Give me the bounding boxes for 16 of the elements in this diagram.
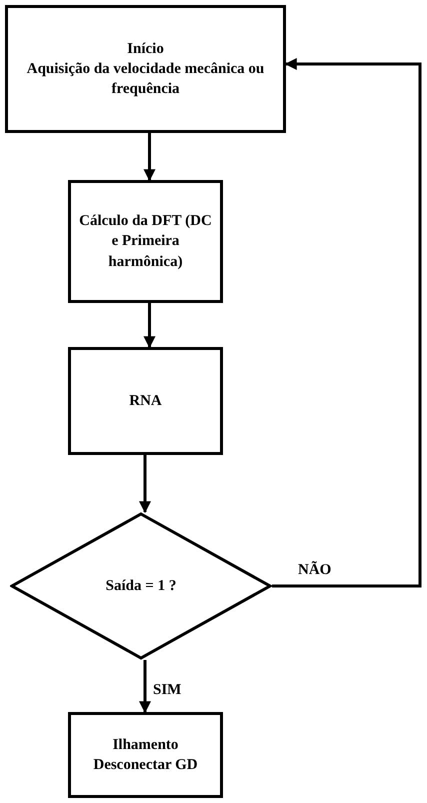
box-text: Cálculo da DFT (DC e Primeira harmônica) <box>78 212 213 272</box>
box-heading: Início <box>126 40 165 59</box>
box-text: RNA <box>128 392 163 411</box>
arrow <box>139 455 151 514</box>
arrow <box>272 58 422 588</box>
process-box <box>68 347 223 455</box>
arrow <box>144 133 156 182</box>
box-text: Aquisição da velocidade mecânica ou frequência <box>26 60 266 100</box>
process-box <box>68 180 223 303</box>
process-box <box>5 5 286 133</box>
box-text: Ilhamento Desconectar GD <box>92 736 199 775</box>
arrow <box>139 660 151 714</box>
decision-diamond <box>10 512 272 660</box>
process-box <box>68 712 223 798</box>
arrow <box>144 303 156 348</box>
box-text: Saída = 1 ? <box>104 576 178 596</box>
